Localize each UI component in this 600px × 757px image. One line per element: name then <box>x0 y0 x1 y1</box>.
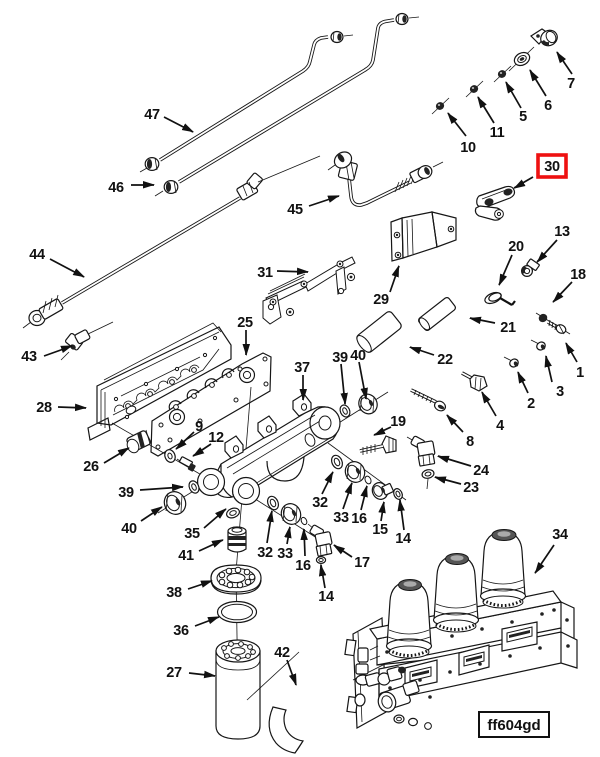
svg-text:7: 7 <box>567 76 575 92</box>
svg-text:45: 45 <box>287 202 303 218</box>
svg-text:40: 40 <box>121 521 137 537</box>
svg-text:37: 37 <box>294 360 310 376</box>
svg-text:46: 46 <box>108 180 124 196</box>
svg-text:3: 3 <box>556 384 564 400</box>
svg-text:39: 39 <box>118 485 134 501</box>
svg-text:14: 14 <box>395 531 411 547</box>
svg-text:2: 2 <box>527 396 535 412</box>
svg-text:12: 12 <box>208 430 224 446</box>
svg-text:27: 27 <box>166 665 182 681</box>
svg-text:33: 33 <box>333 510 349 526</box>
svg-text:42: 42 <box>274 645 290 661</box>
svg-text:8: 8 <box>466 434 474 450</box>
svg-text:1: 1 <box>576 365 584 381</box>
svg-text:4: 4 <box>496 418 504 434</box>
svg-text:31: 31 <box>257 265 273 281</box>
svg-text:20: 20 <box>508 239 524 255</box>
svg-text:39: 39 <box>332 350 348 366</box>
svg-text:29: 29 <box>373 292 389 308</box>
svg-text:16: 16 <box>295 558 311 574</box>
svg-text:9: 9 <box>195 419 203 435</box>
svg-text:30: 30 <box>544 159 560 175</box>
svg-text:21: 21 <box>500 320 516 336</box>
svg-text:22: 22 <box>437 352 453 368</box>
svg-text:38: 38 <box>166 585 182 601</box>
svg-text:17: 17 <box>354 555 370 571</box>
svg-text:5: 5 <box>519 109 527 125</box>
svg-text:44: 44 <box>29 247 45 263</box>
svg-text:47: 47 <box>144 107 160 123</box>
svg-text:19: 19 <box>390 414 406 430</box>
svg-text:32: 32 <box>312 495 328 511</box>
svg-text:40: 40 <box>350 348 366 364</box>
svg-text:18: 18 <box>570 267 586 283</box>
svg-text:25: 25 <box>237 315 253 331</box>
svg-text:14: 14 <box>318 589 334 605</box>
svg-text:35: 35 <box>184 526 200 542</box>
svg-text:13: 13 <box>554 224 570 240</box>
svg-text:34: 34 <box>552 527 568 543</box>
svg-text:36: 36 <box>173 623 189 639</box>
svg-text:28: 28 <box>36 400 52 416</box>
svg-text:10: 10 <box>460 140 476 156</box>
svg-text:33: 33 <box>277 546 293 562</box>
svg-text:24: 24 <box>473 463 489 479</box>
svg-text:43: 43 <box>21 349 37 365</box>
svg-text:26: 26 <box>83 459 99 475</box>
svg-text:32: 32 <box>257 545 273 561</box>
svg-text:23: 23 <box>463 480 479 496</box>
svg-text:11: 11 <box>490 125 505 141</box>
svg-text:15: 15 <box>372 522 388 538</box>
svg-text:6: 6 <box>544 98 552 114</box>
svg-text:41: 41 <box>178 548 194 564</box>
svg-text:ff604gd: ff604gd <box>487 717 540 734</box>
svg-text:16: 16 <box>351 511 367 527</box>
